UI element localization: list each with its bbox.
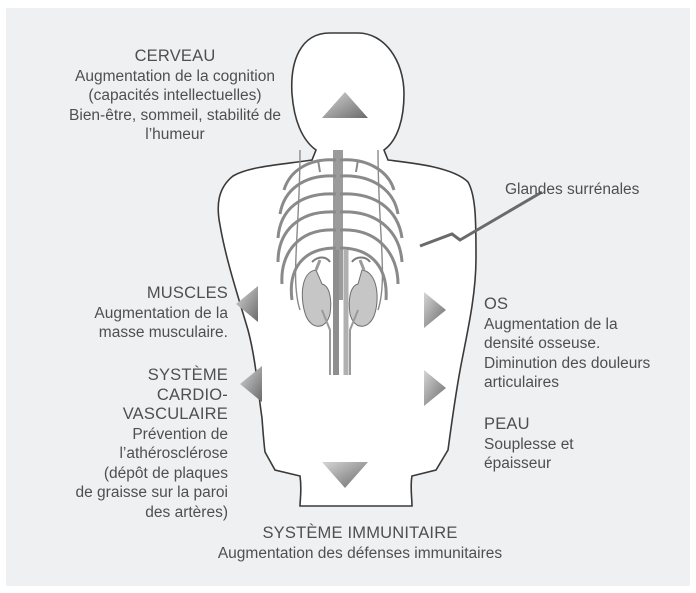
label-immune-title: SYSTÈME IMMUNITAIRE [140, 524, 580, 544]
label-muscles-title: MUSCLES [36, 284, 228, 304]
label-muscles: MUSCLES Augmentation de la masse muscula… [36, 284, 228, 343]
label-brain-line3: Bien-être, sommeil, stabilité de [58, 106, 292, 126]
label-cardio-title2: CARDIO- [18, 386, 228, 406]
label-bones: OS Augmentation de la densité osseuse. D… [484, 295, 650, 393]
label-adrenal: Glandes surrénales [505, 180, 639, 200]
label-brain-title: CERVEAU [58, 47, 292, 67]
label-muscles-line2: masse musculaire. [36, 323, 228, 343]
label-skin-line2: épaisseur [484, 454, 574, 474]
label-cardio-line3: (dépôt de plaques [18, 464, 228, 484]
label-bones-line3: Diminution des douleurs [484, 354, 650, 374]
label-skin-title: PEAU [484, 415, 574, 435]
label-skin: PEAU Souplesse et épaisseur [484, 415, 574, 474]
label-brain: CERVEAU Augmentation de la cognition (ca… [58, 47, 292, 145]
label-cardio-title1: SYSTÈME [18, 366, 228, 386]
label-cardio-line1: Prévention de [18, 425, 228, 445]
label-bones-line1: Augmentation de la [484, 315, 650, 335]
label-cardio-line5: des artères) [18, 503, 228, 523]
label-adrenal-text: Glandes surrénales [505, 180, 639, 200]
label-cardio-line2: l’athérosclérose [18, 444, 228, 464]
label-brain-line4: l’humeur [58, 125, 292, 145]
label-brain-line2: (capacités intellectuelles) [58, 86, 292, 106]
label-bones-title: OS [484, 295, 650, 315]
arrow-left-cardio [240, 366, 262, 402]
label-cardio-title3: VASCULAIRE [18, 405, 228, 425]
label-skin-line1: Souplesse et [484, 435, 574, 455]
label-immune: SYSTÈME IMMUNITAIRE Augmentation des déf… [140, 524, 580, 563]
label-muscles-line1: Augmentation de la [36, 304, 228, 324]
label-brain-line1: Augmentation de la cognition [58, 67, 292, 87]
label-bones-line4: articulaires [484, 373, 650, 393]
label-immune-line1: Augmentation des défenses immunitaires [140, 544, 580, 564]
label-bones-line2: densité osseuse. [484, 334, 650, 354]
label-cardio: SYSTÈME CARDIO- VASCULAIRE Prévention de… [18, 366, 228, 522]
label-cardio-line4: de graisse sur la paroi [18, 483, 228, 503]
